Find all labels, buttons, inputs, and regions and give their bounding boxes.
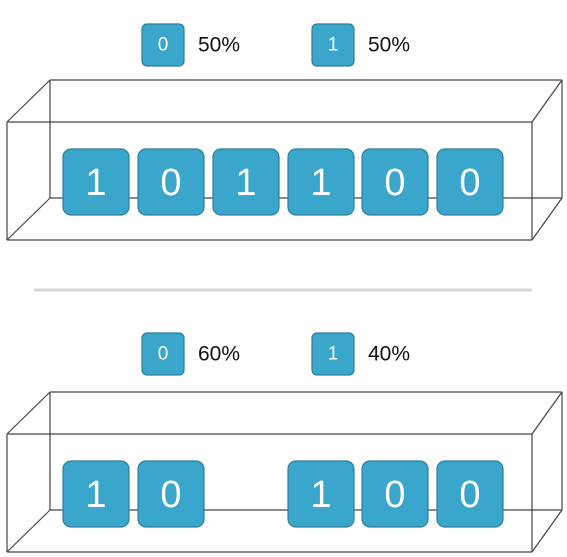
legend-percent: 60% [198, 343, 240, 366]
legend-percent: 50% [198, 34, 240, 57]
bit-tile-value: 1 [310, 162, 331, 204]
bit-tile-value: 0 [384, 474, 405, 516]
bit-tile-value: 1 [310, 474, 331, 516]
bit-tile-value: 0 [160, 162, 181, 204]
bit-tile-bg [137, 460, 205, 528]
bit-tile: 0 [361, 148, 429, 216]
box-edge [6, 391, 51, 435]
bit-tile-value: 0 [160, 474, 181, 516]
bit-tile-bg [212, 148, 280, 216]
bit-tile: 0 [436, 460, 504, 528]
legend-swatch [311, 332, 355, 376]
legend-symbol: 1 [328, 344, 339, 365]
bit-tile: 1 [62, 460, 130, 528]
bit-tile-value: 1 [85, 474, 106, 516]
box-edge [531, 197, 563, 241]
legend-swatch [141, 332, 185, 376]
legend-item-1: 1 50% [311, 23, 410, 67]
bit-tile-value: 1 [235, 162, 256, 204]
bit-tile-bg [62, 148, 130, 216]
bit-tile: 0 [436, 148, 504, 216]
box-edge [6, 197, 51, 241]
bit-tile-bg [287, 148, 355, 216]
bit-tile: 1 [62, 148, 130, 216]
panel-bottom: 0 60% 1 40% 1 0 1 0 0 [6, 332, 563, 553]
bit-tile-bg [436, 460, 504, 528]
box-edge [531, 391, 563, 435]
bit-tile-bg [361, 460, 429, 528]
bit-tile-bg [436, 148, 504, 216]
legend-symbol: 1 [328, 35, 339, 56]
bit-tile: 1 [287, 460, 355, 528]
bit-tile-value: 0 [384, 162, 405, 204]
panel-top: 0 50% 1 50% 1 0 1 1 0 0 [6, 23, 563, 241]
bit-tile-value: 0 [459, 162, 480, 204]
bit-tile: 0 [361, 460, 429, 528]
box-edge [6, 79, 51, 123]
legend-item-0: 0 60% [141, 332, 240, 376]
box-edge [531, 79, 563, 123]
legend-symbol: 0 [158, 35, 169, 56]
legend-percent: 50% [368, 34, 410, 57]
bit-tile-value: 1 [85, 162, 106, 204]
legend-item-1: 1 40% [311, 332, 410, 376]
bit-tile-value: 0 [459, 474, 480, 516]
box-edge [531, 509, 563, 553]
bit-tile: 0 [137, 148, 205, 216]
bit-tile-bg [137, 148, 205, 216]
bit-tile-bg [62, 460, 130, 528]
legend-swatch [141, 23, 185, 67]
bit-tile: 1 [212, 148, 280, 216]
bit-tile-bg [361, 148, 429, 216]
bit-tile-bg [287, 460, 355, 528]
legend-item-0: 0 50% [141, 23, 240, 67]
legend-percent: 40% [368, 343, 410, 366]
bit-tile: 1 [287, 148, 355, 216]
box-edge [6, 509, 51, 553]
legend-symbol: 0 [158, 344, 169, 365]
bit-tile: 0 [137, 460, 205, 528]
legend-swatch [311, 23, 355, 67]
